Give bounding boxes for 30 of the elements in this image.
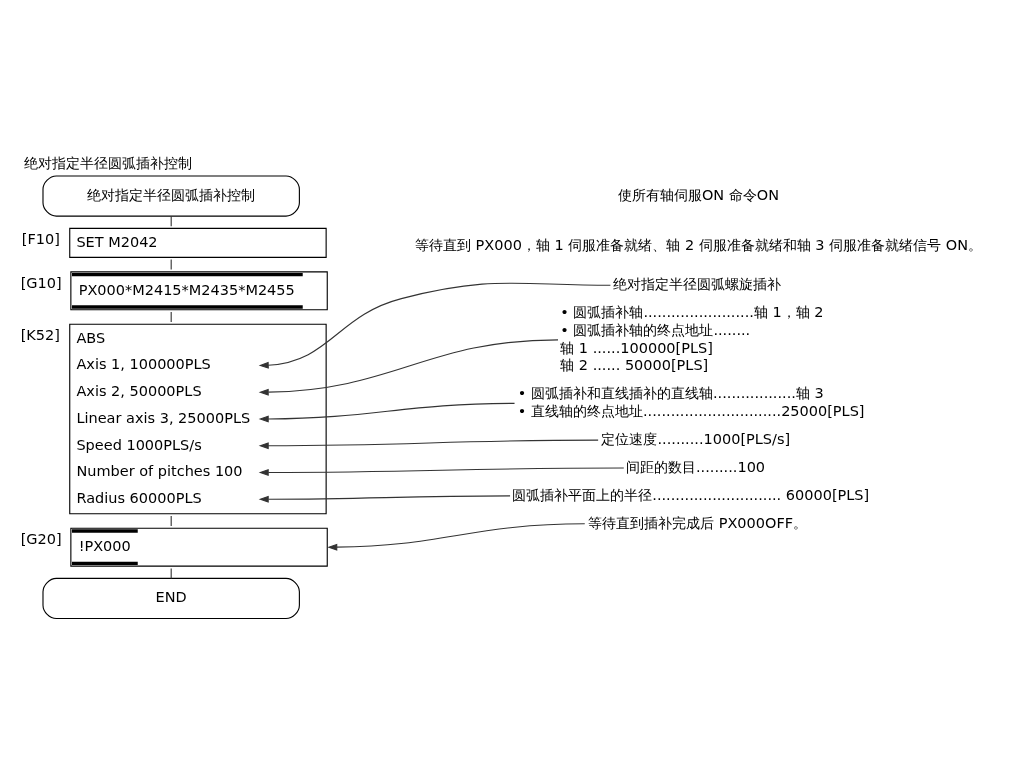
label: 等待直到 PX000，轴 1 伺服准备就绪、轴 2 伺服准备就绪和轴 3 伺服准备就绪信号 ON。 — [414, 236, 982, 253]
node-text: 定位速度..........1000[PLS/s] — [601, 430, 791, 447]
arrow — [258, 282, 611, 369]
arrow — [258, 494, 511, 503]
node-label: [G10] — [20, 274, 62, 291]
label: 使所有轴伺服ON 命令ON — [617, 186, 780, 203]
arrow — [258, 338, 559, 396]
node-text: 等待直到插补完成后 PX000OFF。 — [588, 514, 808, 531]
node-text: 间距的数目.........100 — [626, 458, 766, 475]
node-box: ABS Axis 1, 100000PLS Axis 2, 50000PLS Linear axis 3, 25000PLS Speed 1000PLS/s Number of pitches 100 Radius 60000PLS — [69, 323, 327, 514]
arrow — [258, 402, 516, 422]
node-box: SET M2042 — [69, 227, 327, 258]
connector — [170, 514, 172, 527]
node-box: END — [42, 577, 300, 619]
node-text: • 圆弧插补和直线插补的直线轴..................轴 3 • 直线轴的终点地址..............................25000[PLS] — [517, 384, 865, 419]
node-label: [F10] — [21, 230, 60, 247]
node-box: 绝对指定半径圆弧插补控制 — [42, 174, 300, 217]
node-text: 圆弧插补平面上的半径............................ 60000[PLS] — [512, 486, 870, 503]
diagram-title: 绝对指定半径圆弧插补控制 — [24, 154, 193, 171]
arrow — [327, 522, 586, 551]
node-label: [G20] — [20, 530, 62, 547]
connector — [170, 258, 172, 270]
arrow — [258, 439, 599, 449]
connector — [170, 215, 172, 227]
connector — [170, 310, 172, 323]
arrow — [258, 467, 625, 476]
node-text: • 圆弧插补轴........................轴 1，轴 2 • 圆弧插补轴的终点地址........ 轴 1 ......100000[PLS] 轴 2 ...... 50000[PLS] — [560, 303, 824, 373]
connector — [170, 567, 172, 579]
node-text: 绝对指定半径圆弧螺旋插补 — [612, 275, 781, 292]
node-label: [K52] — [20, 326, 60, 343]
